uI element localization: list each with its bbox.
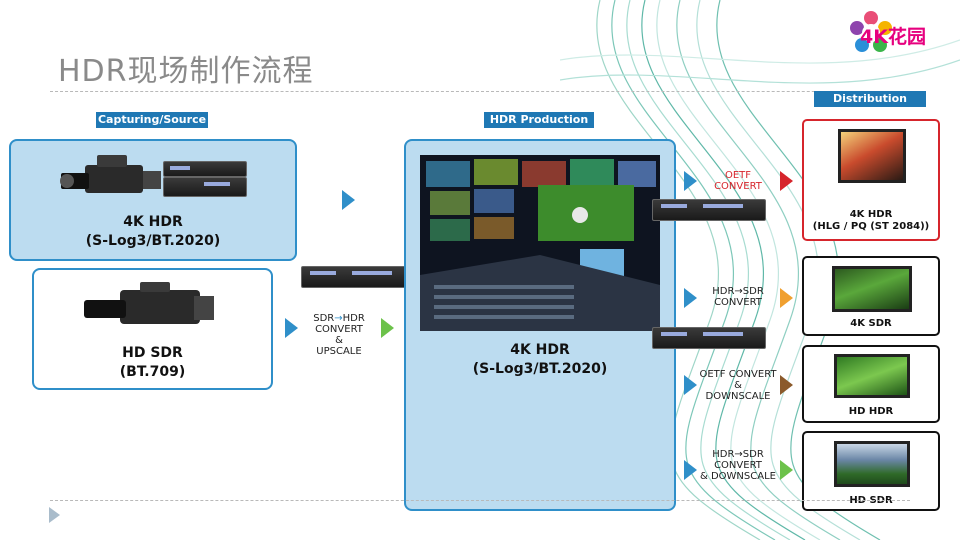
arrow-right-icon (684, 375, 697, 395)
upconvert-label: SDR→HDR CONVERT & UPSCALE (313, 313, 365, 357)
converter-device-icon (652, 199, 766, 221)
arrow-right-icon (780, 460, 793, 480)
production-format-label: 4K HDR (S-Log3/BT.2020) (472, 342, 608, 377)
conversion-label-4: HDR→SDR CONVERT & DOWNSCALE (700, 449, 776, 482)
decorative-swirl (560, 0, 960, 540)
arrow-right-icon (684, 288, 697, 308)
bottom-divider (50, 500, 910, 501)
capturing-label: Capturing/Source (96, 112, 208, 128)
broadcast-camera-icon (60, 155, 161, 193)
output-hd-sdr-label: HD SDR (849, 495, 893, 506)
output-4k-hdr-label: 4K HDR (HLG / PQ (ST 2084)) (812, 209, 930, 232)
converter-device-icon (652, 327, 766, 349)
distribution-label: Distribution (814, 91, 926, 107)
tv-screen-icon (834, 441, 910, 487)
tv-screen-icon (832, 266, 912, 312)
rack-unit-icon (163, 177, 247, 197)
arrow-right-icon (780, 288, 793, 308)
rack-unit-icon (163, 161, 247, 177)
logo: 4K花园 (848, 10, 948, 56)
production-box: 4K HDR (S-Log3/BT.2020) (404, 139, 676, 511)
logo-text: 4K花园 (860, 26, 926, 48)
source-hd-sdr-box: HD SDR (BT.709) (32, 268, 273, 390)
tv-screen-icon (838, 129, 906, 183)
logo-flower-icon (850, 11, 892, 52)
tv-screen-icon (834, 354, 910, 398)
arrow-right-icon (342, 190, 355, 210)
top-divider (50, 91, 910, 92)
output-4k-sdr-label: 4K SDR (850, 318, 892, 329)
output-hd-sdr-box: HD SDR (802, 431, 940, 511)
output-4k-hdr-box: 4K HDR (HLG / PQ (ST 2084)) (802, 119, 940, 241)
production-label: HDR Production (484, 112, 594, 128)
output-hd-hdr-label: HD HDR (848, 406, 894, 417)
arrow-right-icon (684, 171, 697, 191)
output-4k-sdr-box: 4K SDR (802, 256, 940, 336)
source-4k-hdr-box: 4K HDR (S-Log3/BT.2020) (9, 139, 297, 261)
conversion-label-1: OETF CONVERT (714, 170, 762, 192)
conversion-label-3: OETF CONVERT & DOWNSCALE (699, 369, 777, 402)
arrow-right-icon (285, 318, 298, 338)
next-slide-icon[interactable] (49, 507, 60, 523)
control-room-image (420, 155, 660, 331)
conversion-label-2: HDR→SDR CONVERT (712, 286, 764, 308)
arrow-right-icon (381, 318, 394, 338)
source-4k-hdr-label: 4K HDR (S-Log3/BT.2020) (85, 214, 221, 249)
converter-device-icon (301, 266, 415, 288)
arrow-right-icon (780, 171, 793, 191)
arrow-right-icon (780, 375, 793, 395)
page-title: HDR现场制作流程 (58, 54, 314, 89)
arrow-right-icon (684, 460, 697, 480)
shoulder-camera-icon (84, 282, 214, 324)
output-hd-hdr-box: HD HDR (802, 345, 940, 423)
source-hd-sdr-label: HD SDR (BT.709) (119, 345, 186, 380)
arrow-icon: → (334, 313, 343, 324)
